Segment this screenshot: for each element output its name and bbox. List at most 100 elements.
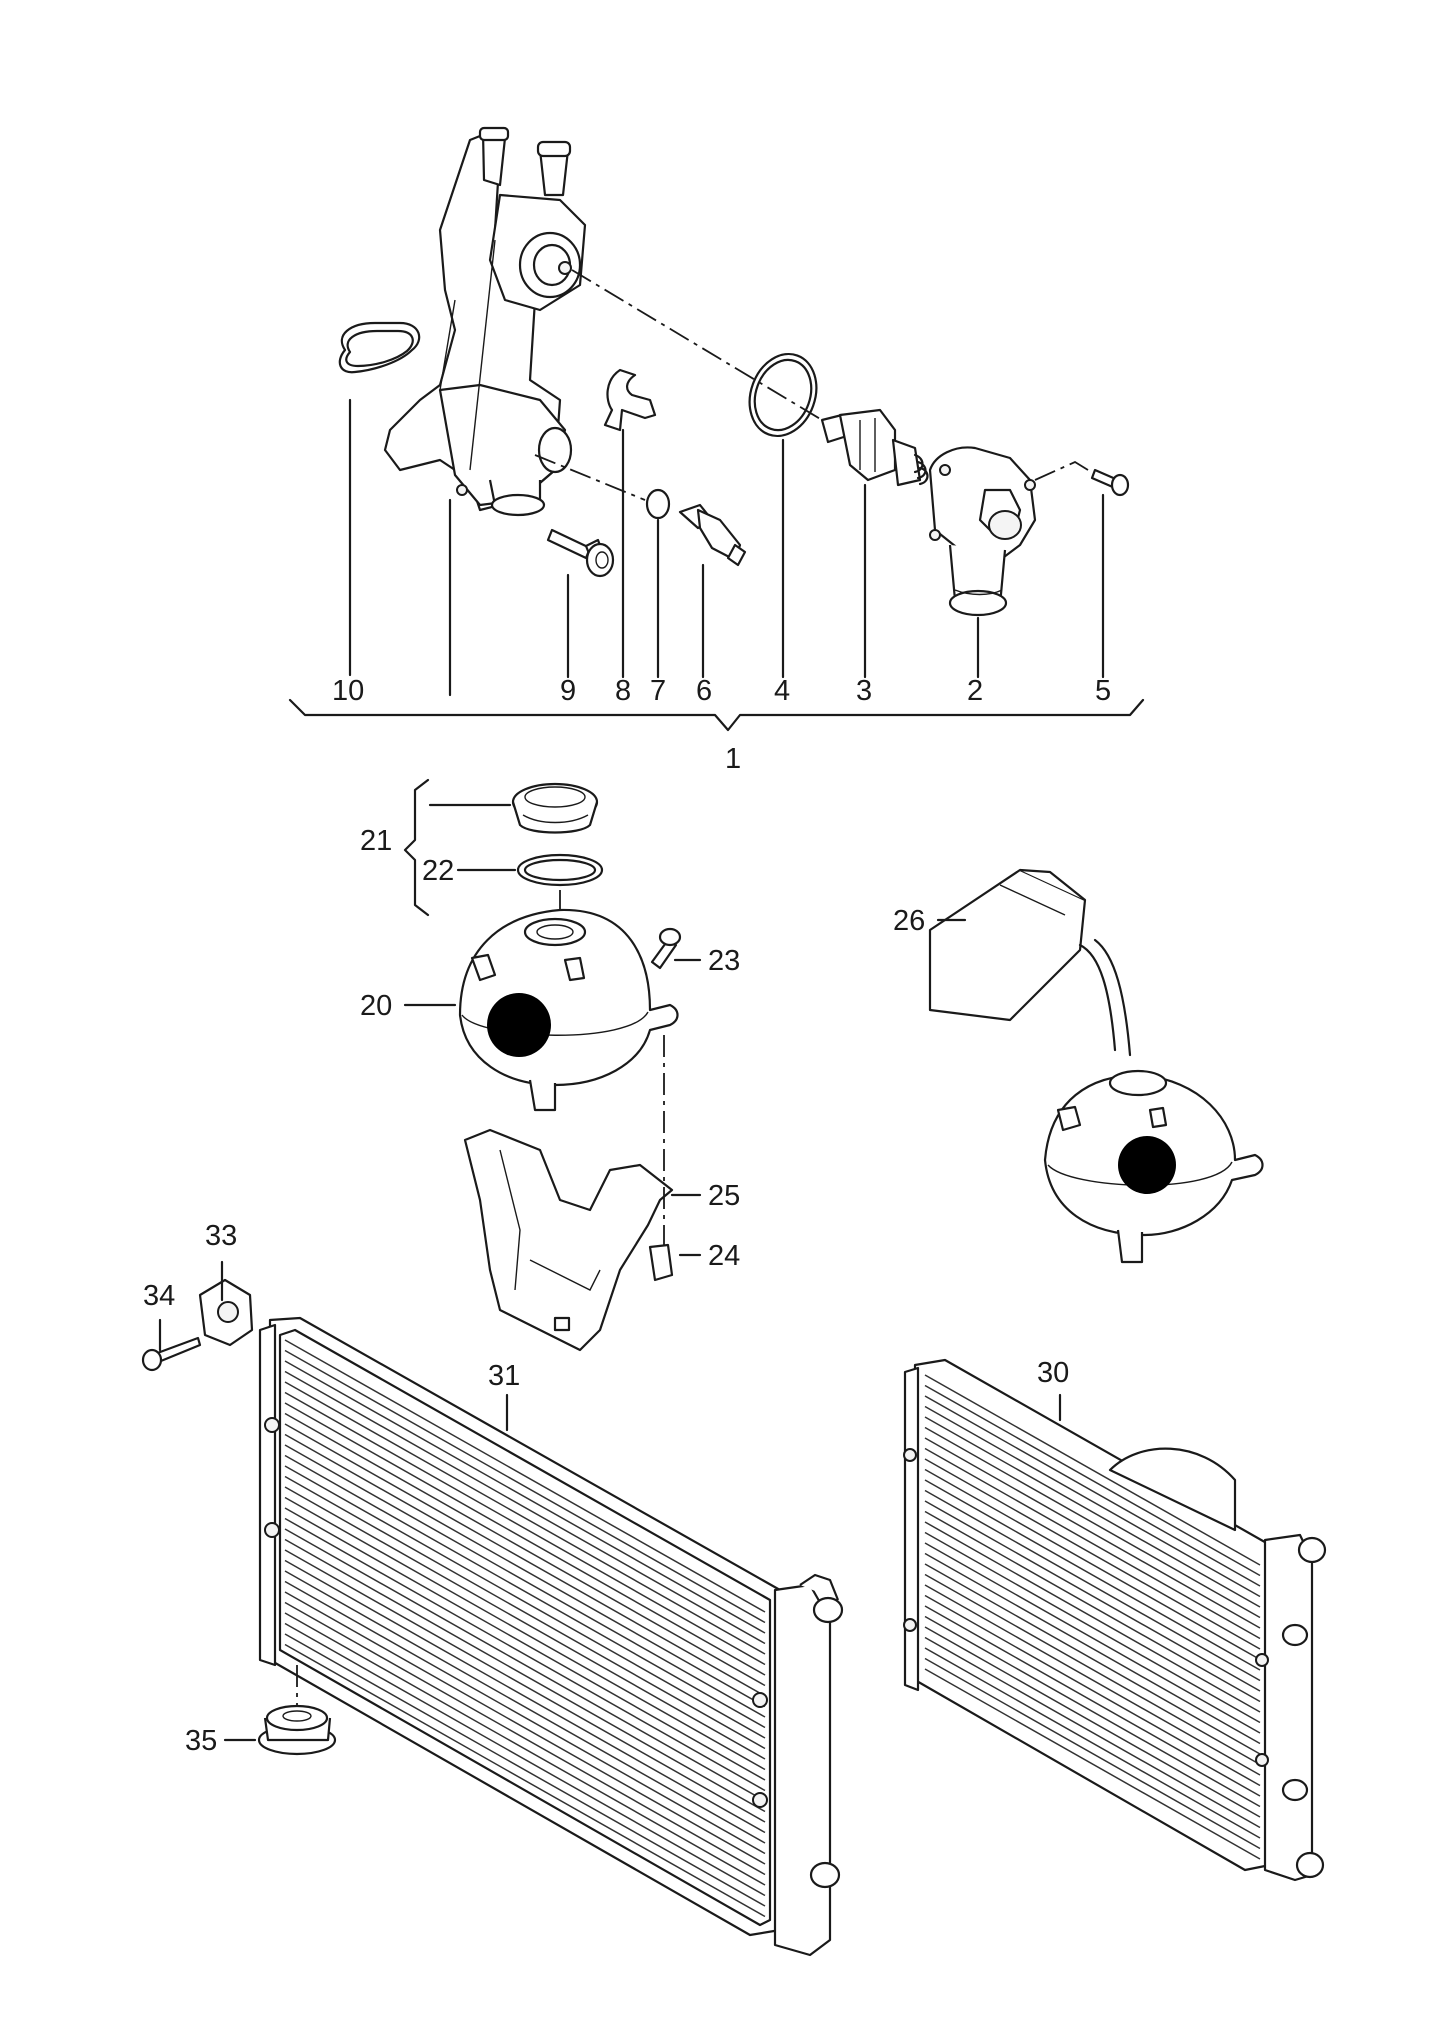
callout-9: 9: [560, 675, 576, 707]
part-22-seal[interactable]: [516, 853, 604, 887]
radiator-fin: [284, 1507, 766, 1781]
callout-31: 31: [488, 1360, 520, 1392]
radiator-fin: [924, 1615, 1261, 1808]
coolant-flange-housing[interactable]: [383, 126, 587, 517]
radiator-fin: [284, 1559, 766, 1834]
radiator-fin: [924, 1563, 1261, 1755]
part-9-bolt[interactable]: [546, 528, 615, 578]
callout-21: 21: [360, 825, 392, 857]
radiator-fin: [924, 1510, 1261, 1703]
part-20-expansion-tank[interactable]: [458, 908, 679, 1112]
callout-20: 20: [360, 990, 392, 1022]
radiator-fin: [284, 1349, 766, 1624]
callout-35: 35: [185, 1725, 217, 1757]
radiator-fin: [284, 1517, 766, 1792]
radiator-fin: [924, 1416, 1261, 1608]
radiator-fin: [924, 1584, 1261, 1776]
radiator-fin: [284, 1643, 766, 1918]
radiator-fin: [284, 1528, 766, 1802]
part-4-thermostat-seal[interactable]: [739, 345, 828, 446]
radiator-fin: [284, 1423, 766, 1697]
radiator-fin: [284, 1496, 766, 1771]
radiator-fin: [924, 1573, 1261, 1766]
radiator-fin: [284, 1412, 766, 1687]
radiator-fin: [924, 1626, 1261, 1818]
part-33-mount[interactable]: [198, 1278, 254, 1347]
part-7-o-ring[interactable]: [645, 488, 671, 520]
part-5-screw[interactable]: [1090, 468, 1130, 497]
expansion-tank-assembly: [403, 778, 702, 1352]
radiator-fin: [284, 1633, 766, 1907]
radiator-fin: [924, 1636, 1261, 1829]
radiator-fin: [284, 1402, 766, 1676]
part-21-cap[interactable]: [511, 782, 599, 834]
part-35-rubber-mount[interactable]: [257, 1704, 337, 1756]
callout-8: 8: [615, 675, 631, 707]
radiator-fin: [924, 1668, 1261, 1860]
radiator-fin: [924, 1458, 1261, 1650]
radiator-fin: [284, 1612, 766, 1886]
radiator-fin: [284, 1391, 766, 1666]
radiator-fin: [284, 1433, 766, 1708]
callout-1: 1: [725, 743, 741, 775]
part-25-bracket[interactable]: [463, 1128, 674, 1352]
radiator-fin: [924, 1552, 1261, 1745]
part-2-connector[interactable]: [928, 446, 1037, 617]
radiator-fin: [284, 1622, 766, 1897]
part-30-radiator-with-fan-shroud[interactable]: [903, 1358, 1327, 1882]
radiator-fin: [924, 1384, 1261, 1577]
radiator-fin: [284, 1591, 766, 1865]
radiator-fin: [924, 1479, 1261, 1671]
radiator-fin: [924, 1521, 1261, 1713]
callout-labels: 1 2 3 4 5 6 7 8 9 10 20 21 22 23 24 25 2…: [143, 675, 1111, 1757]
radiator-fin: [924, 1395, 1261, 1587]
callout-30: 30: [1037, 1357, 1069, 1389]
radiator-fin: [284, 1360, 766, 1634]
radiator-fin: [924, 1594, 1261, 1787]
radiator-fin: [284, 1486, 766, 1760]
radiator-fin: [284, 1580, 766, 1855]
radiator-fin: [284, 1601, 766, 1876]
radiator-fin: [924, 1657, 1261, 1850]
part-24-clip-nut[interactable]: [648, 1243, 674, 1282]
part-10-seal-ring[interactable]: [338, 321, 421, 374]
radiator-fin: [924, 1374, 1261, 1566]
coolant-flange-assembly: [288, 126, 1145, 732]
radiator-fin: [284, 1381, 766, 1655]
callout-24: 24: [708, 1240, 740, 1272]
radiator-fin: [924, 1489, 1261, 1682]
radiator-fin: [924, 1405, 1261, 1598]
radiator-fin: [284, 1454, 766, 1729]
callout-23: 23: [708, 945, 740, 977]
radiator-fin: [284, 1570, 766, 1844]
radiator-fin: [284, 1549, 766, 1823]
callout-10: 10: [332, 675, 364, 707]
callout-3: 3: [856, 675, 872, 707]
radiator-fin: [284, 1475, 766, 1750]
callout-26: 26: [893, 905, 925, 937]
part-26-tank-with-container[interactable]: [928, 868, 1264, 1264]
callout-7: 7: [650, 675, 666, 707]
part-23-screw[interactable]: [650, 927, 682, 970]
part-34-bolt[interactable]: [141, 1336, 202, 1372]
callout-33: 33: [205, 1220, 237, 1252]
radiator-fin: [924, 1468, 1261, 1661]
radiator-fin: [284, 1444, 766, 1718]
radiator-fin: [924, 1531, 1261, 1724]
radiator-fin: [284, 1465, 766, 1739]
part-6-temperature-sender[interactable]: [678, 503, 747, 567]
part-8-retaining-clip[interactable]: [603, 368, 657, 432]
callout-4: 4: [774, 675, 790, 707]
callout-22: 22: [422, 855, 454, 887]
radiator-fin: [284, 1538, 766, 1813]
part-3-thermostat[interactable]: [820, 408, 929, 487]
callout-2: 2: [967, 675, 983, 707]
radiator-fin: [284, 1339, 766, 1613]
radiator-fin: [284, 1370, 766, 1645]
radiator-fin: [924, 1605, 1261, 1797]
callout-25: 25: [708, 1180, 740, 1212]
part-31-radiator[interactable]: [258, 1316, 844, 1957]
radiator-fin: [924, 1647, 1261, 1839]
callout-34: 34: [143, 1280, 175, 1312]
